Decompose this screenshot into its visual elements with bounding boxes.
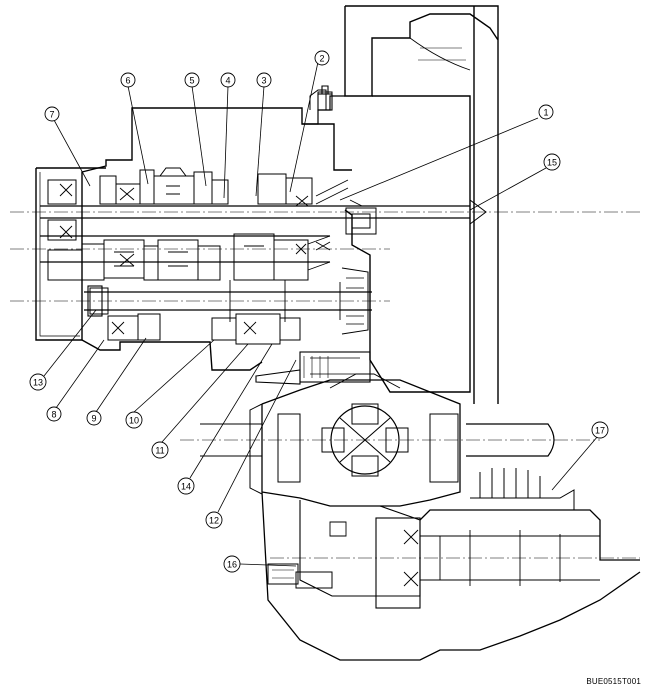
svg-text:17: 17 — [595, 426, 605, 436]
callout-9: 9 — [86, 410, 102, 426]
svg-text:16: 16 — [227, 560, 237, 570]
countershaft — [10, 280, 390, 322]
callout-14: 14 — [177, 477, 195, 495]
leader-lines — [43, 61, 599, 567]
svg-text:3: 3 — [261, 76, 266, 86]
bearing-marks — [59, 183, 363, 335]
svg-text:11: 11 — [155, 446, 164, 456]
svg-text:12: 12 — [209, 516, 219, 526]
svg-text:2: 2 — [319, 54, 324, 64]
svg-text:6: 6 — [125, 76, 130, 86]
svg-text:15: 15 — [547, 158, 557, 168]
lower-gear-set — [87, 267, 369, 345]
upper-gear-set — [47, 167, 377, 241]
svg-text:1: 1 — [543, 108, 548, 118]
callout-17: 17 — [591, 421, 609, 439]
figure-code: BUE0515T001 — [586, 677, 641, 686]
svg-text:4: 4 — [225, 76, 230, 86]
callout-2: 2 — [314, 50, 330, 66]
svg-text:13: 13 — [33, 378, 43, 388]
svg-text:14: 14 — [181, 482, 191, 492]
transfer-case — [261, 468, 641, 661]
callout-16: 16 — [223, 555, 241, 573]
breather-post — [317, 85, 333, 111]
callout-7: 7 — [44, 106, 60, 122]
callout-5: 5 — [184, 72, 200, 88]
svg-text:7: 7 — [49, 110, 54, 120]
middle-gear-set — [47, 233, 331, 281]
callout-1: 1 — [538, 104, 554, 120]
differential-assembly — [180, 373, 600, 507]
callout-4: 4 — [220, 72, 236, 88]
callout-6: 6 — [120, 72, 136, 88]
svg-text:10: 10 — [129, 416, 139, 426]
callout-15: 15 — [543, 153, 561, 171]
svg-text:8: 8 — [51, 410, 56, 420]
callout-8: 8 — [46, 406, 62, 422]
main-shaft — [10, 235, 390, 263]
callout-11: 11 — [151, 441, 169, 459]
callout-12: 12 — [205, 511, 223, 529]
callout-13: 13 — [29, 373, 47, 391]
callout-3: 3 — [256, 72, 272, 88]
callout-10: 10 — [125, 411, 143, 429]
final-drive-pinion — [255, 351, 371, 385]
svg-text:9: 9 — [91, 414, 96, 424]
input-shaft — [10, 199, 640, 225]
svg-text:5: 5 — [189, 76, 194, 86]
